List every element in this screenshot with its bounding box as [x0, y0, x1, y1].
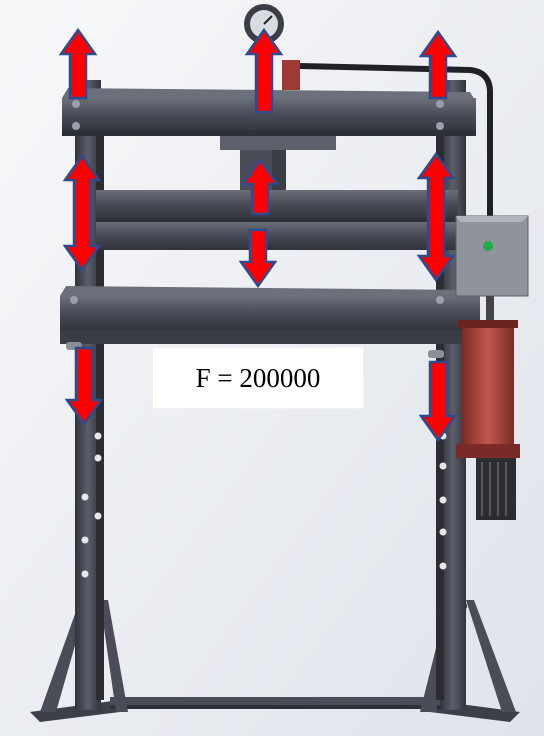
force-arrow-mid-center-up-icon	[240, 157, 280, 216]
force-arrow-mid-center-down-icon	[238, 228, 278, 289]
force-label: F = 200000	[153, 348, 363, 408]
indicator-light-icon	[483, 241, 493, 251]
control-box	[455, 215, 529, 297]
force-arrows	[58, 27, 458, 443]
force-arrow-top-left-icon	[58, 27, 98, 100]
hydraulic-cylinder	[456, 296, 520, 520]
force-arrow-lower-right-icon	[418, 360, 458, 443]
force-arrow-top-center-icon	[244, 27, 284, 114]
force-arrow-lower-left-icon	[64, 346, 104, 427]
hydraulic-hose	[299, 63, 493, 220]
bed-crossbeam	[60, 286, 480, 358]
force-arrow-mid-right-icon	[416, 151, 456, 283]
force-arrow-mid-left-icon	[62, 153, 102, 273]
force-arrow-top-right-icon	[418, 29, 458, 100]
moving-plate	[96, 190, 458, 250]
top-crossbeam	[62, 88, 476, 136]
pressure-gauge	[244, 4, 300, 90]
